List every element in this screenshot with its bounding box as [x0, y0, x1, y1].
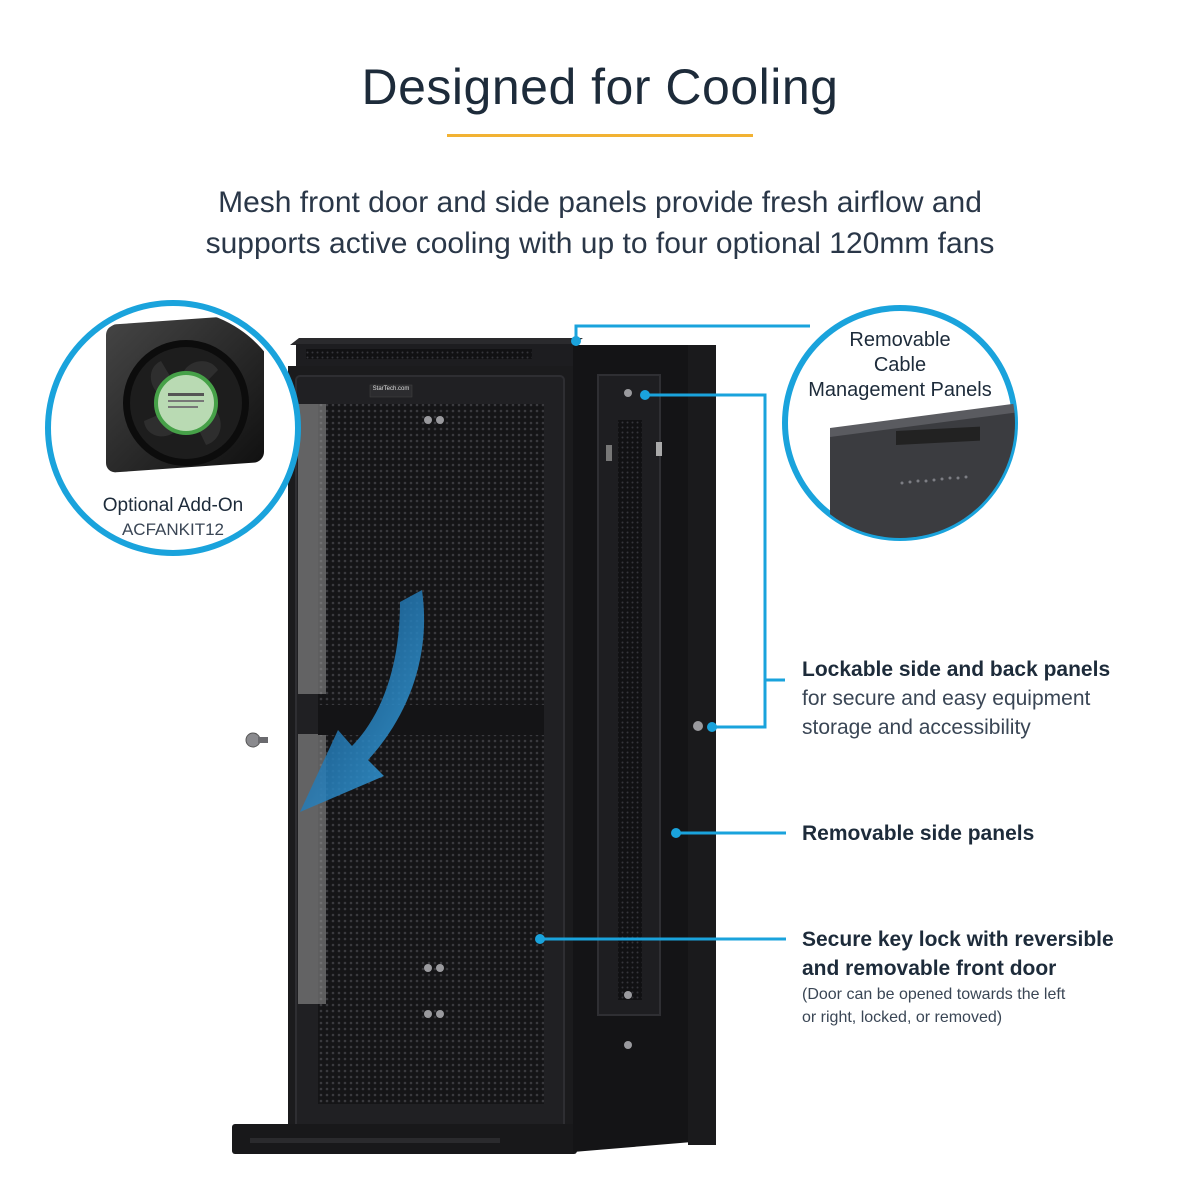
side-panel-mesh — [618, 420, 642, 1000]
front-door-lock — [245, 732, 261, 748]
callout-side-panels-title: Removable side panels — [802, 822, 1035, 845]
connector-lockable-panels — [645, 393, 767, 729]
cable-panel-line-1: Removable — [849, 329, 951, 351]
logo-plate — [369, 384, 413, 398]
wall-mount-cabinet — [232, 338, 716, 1154]
cabinet-top — [290, 338, 583, 345]
page-subtitle: Mesh front door and side panels provide … — [100, 182, 1100, 264]
door-vent-left-upper — [298, 404, 326, 694]
cable-panel-line-3: Management Panels — [808, 379, 992, 401]
fan-addon-sku: ACFANKIT12 — [121, 520, 225, 539]
callout-lockable-sub-2: storage and accessibility — [802, 716, 1031, 739]
fan-addon-label: Optional Add-On — [102, 495, 244, 516]
cable-panel-line-2: Cable — [873, 354, 927, 376]
cable-panel-bubble — [782, 305, 1018, 541]
door-crossbar — [318, 705, 544, 735]
subtitle-line-1: Mesh front door and side panels provide … — [218, 186, 982, 219]
subtitle-line-2: supports active cooling with up to four … — [205, 227, 995, 260]
page-title: Designed for Cooling — [361, 59, 839, 115]
callout-lockable-panels: Lockable side and back panels for secure… — [802, 655, 1182, 742]
cable-panel-caption: Removable Cable Management Panels — [795, 328, 1005, 403]
rear-panel-edge — [688, 345, 716, 1145]
connector-cable-panels — [574, 324, 810, 341]
title-underline — [447, 134, 753, 137]
callout-lockable-sub-1: for secure and easy equipment — [802, 687, 1091, 710]
callout-key-lock-title-1: Secure key lock with reversible — [802, 928, 1114, 951]
airflow-arrow — [300, 590, 425, 812]
cabinet-logo: StarTech.com — [372, 386, 410, 392]
callout-key-lock-title-2: and removable front door — [802, 957, 1057, 980]
callout-key-lock-note-1: (Door can be opened towards the left — [802, 986, 1066, 1003]
callout-key-lock: Secure key lock with reversible and remo… — [802, 925, 1192, 1029]
callout-side-panels: Removable side panels — [802, 819, 1182, 848]
cable-panel-image — [830, 410, 1015, 538]
back-panel-lock — [693, 721, 703, 731]
fan-image — [106, 314, 264, 473]
fan-addon-bubble — [45, 300, 301, 556]
side-panel-screw — [624, 389, 632, 397]
callout-key-lock-note-2: or right, locked, or removed) — [802, 1009, 1003, 1026]
callout-lockable-title: Lockable side and back panels — [802, 658, 1111, 681]
fan-bubble-caption: Optional Add-On ACFANKIT12 — [88, 494, 258, 542]
